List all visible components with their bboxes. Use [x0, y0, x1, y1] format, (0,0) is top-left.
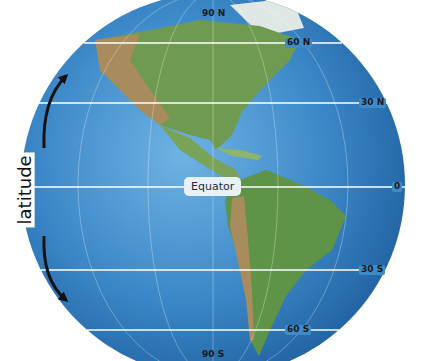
axis-label: latitude: [15, 152, 35, 227]
north-america: [95, 20, 300, 150]
latitude-value: 30 N: [359, 98, 386, 108]
latitude-value: 60 N: [285, 38, 312, 48]
latitude-value: 30 S: [359, 265, 385, 275]
ocean: [21, 0, 405, 361]
node-text: Equator: [191, 180, 234, 193]
arrow-down: [44, 236, 66, 300]
arrow-up: [44, 76, 66, 148]
pole-label: 90 S: [202, 350, 224, 360]
equator-tag: Equator: [184, 177, 241, 196]
south-america: [225, 170, 346, 356]
pole-label: 90 N: [202, 9, 225, 19]
andes: [230, 196, 254, 340]
caribbean: [215, 148, 262, 160]
latitude-value: 0: [392, 182, 402, 192]
latitude-lines: [21, 43, 405, 330]
latitude-value: 60 S: [285, 325, 311, 335]
